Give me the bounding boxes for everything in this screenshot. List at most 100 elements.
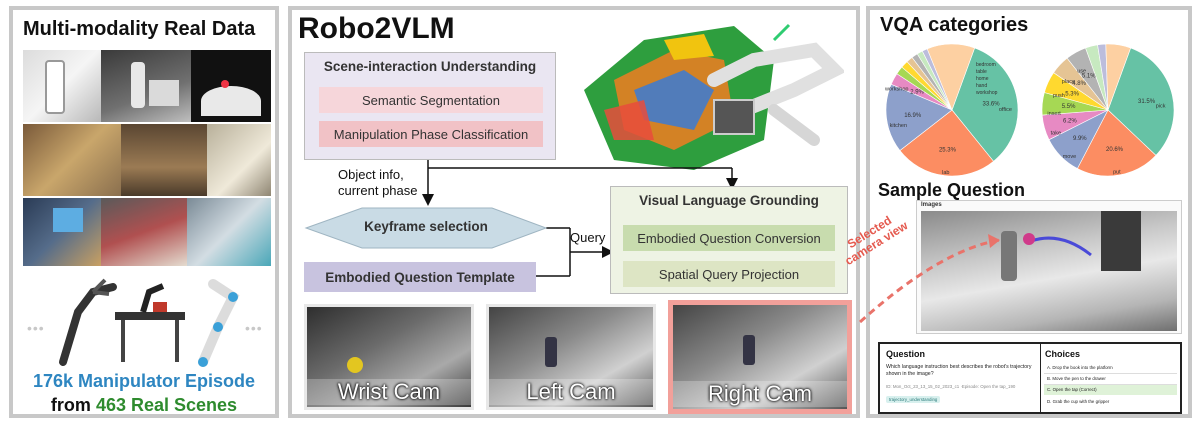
question-column: Question Which language instruction best… xyxy=(880,344,1041,412)
scene-number: 463 xyxy=(95,395,126,415)
question-text: Which language instruction best describe… xyxy=(886,364,1032,377)
pie-1-category-4: workshop xyxy=(884,86,909,92)
episode-count: 176k Manipulator Episode xyxy=(13,371,275,392)
choices-header: Choices xyxy=(1045,349,1081,359)
pie-1-percent-4: 2.9% xyxy=(910,89,924,95)
robot-arms-illustration xyxy=(59,278,240,367)
sample-image-frame: Images xyxy=(916,200,1182,334)
left-cam-view: Left Cam xyxy=(486,304,656,410)
object-info-label: Object info, current phase xyxy=(338,167,418,199)
pie-2-slice-1 xyxy=(1107,47,1175,156)
phase-classification-step: Manipulation Phase Classification xyxy=(319,121,543,147)
pie-1-outer-label-1: bedroom xyxy=(976,62,996,68)
scene-count: from 463 Real Scenes xyxy=(13,395,275,416)
pie-2-category-5: insert xyxy=(1047,111,1061,117)
question-tag: trajectory_understanding xyxy=(886,396,941,403)
question-conversion-step: Embodied Question Conversion xyxy=(623,225,835,251)
robot-photo-6 xyxy=(207,124,271,196)
vqa-panel: VQA categories 33.6%office 25.3% lab 16.9% k… xyxy=(842,6,1192,418)
selected-view-arrow xyxy=(858,234,1001,324)
pie-2-percent-5: 5.5% xyxy=(1062,104,1076,110)
pie-1-outer-label-3: home xyxy=(976,76,989,82)
vqa-pie-charts: 33.6%office25.3%lab16.9%kitchen2.9%works… xyxy=(884,43,1175,177)
question-header: Question xyxy=(886,349,926,359)
object-info-line2: current phase xyxy=(338,183,418,198)
scene-understanding-box: Scene-interaction Understanding Semantic… xyxy=(304,52,556,160)
right-cam-view: Right Cam xyxy=(668,300,852,414)
pie-1-category-3: kitchen xyxy=(890,123,907,129)
question-meta: ID: Mon_Oct_23_13_15_02_2023_c1 ·Episode… xyxy=(886,384,1016,389)
visual-grounding-box: Visual Language Grounding Embodied Quest… xyxy=(610,186,848,294)
right-ellipsis: ••• xyxy=(245,320,263,336)
pie-1-category-1: office xyxy=(999,107,1012,113)
pie-1-percent-3: 16.9% xyxy=(904,113,922,119)
real-data-title: Multi-modality Real Data xyxy=(23,18,256,40)
wrist-cam-label: Wrist Cam xyxy=(307,379,471,405)
choice-b[interactable]: B. Move the pen to the drawer xyxy=(1044,374,1177,385)
episode-number: 176k xyxy=(32,371,73,391)
pie-1-outer-label-2: table xyxy=(976,69,987,75)
real-data-panel: Multi-modality Real Data ••• ••• 176k Ma… xyxy=(9,6,279,418)
choices-column: Choices A. Drop the book into the platfo… xyxy=(1041,344,1180,412)
question-card: Question Which language instruction best… xyxy=(878,342,1182,414)
spatial-projection-step: Spatial Query Projection xyxy=(623,261,835,287)
pie-2-category-4: take xyxy=(1051,131,1061,137)
pie-2-percent-4: 6.2% xyxy=(1063,119,1077,125)
wrist-cam-view: Wrist Cam xyxy=(304,304,474,410)
pipeline-connectors xyxy=(304,160,738,277)
object-info-line1: Object info, xyxy=(338,167,404,182)
pie-1-slice-2 xyxy=(899,109,994,177)
robot-photo-8 xyxy=(101,198,187,266)
pie-1-category-2: lab xyxy=(942,170,949,176)
robot-photo-7 xyxy=(23,198,101,266)
pipeline-panel: Robo2VLM Scene-interaction Understanding… xyxy=(288,6,860,418)
pie-2-percent-7: 4.8% xyxy=(1072,81,1086,87)
robot-photo-9 xyxy=(187,198,271,266)
pie-1-slice-11 xyxy=(926,43,976,111)
query-label: Query xyxy=(570,230,606,245)
pie-2-percent-3: 9.9% xyxy=(1073,136,1087,142)
pie-1-outer-label-5: workshop xyxy=(976,90,998,96)
semantic-segmentation-step: Semantic Segmentation xyxy=(319,87,543,113)
question-template-box: Embodied Question Template xyxy=(304,262,536,292)
robot-photo-5 xyxy=(121,124,207,196)
left-ellipsis: ••• xyxy=(27,320,45,336)
choice-a[interactable]: A. Drop the book into the platform xyxy=(1044,363,1177,374)
pie-2-category-3: move xyxy=(1063,154,1076,160)
pie-1-slice-3 xyxy=(885,83,953,151)
choice-c[interactable]: C. Open the tap (Correct) xyxy=(1044,385,1177,395)
pie-2-category-6: push xyxy=(1053,93,1065,99)
images-label: Images xyxy=(921,202,942,208)
left-cam-label: Left Cam xyxy=(489,379,653,405)
pie-1-percent-1: 33.6% xyxy=(983,101,1001,107)
pie-2-slice-11 xyxy=(1105,43,1132,111)
robot-photo-1 xyxy=(23,50,101,122)
sample-question-title: Sample Question xyxy=(878,180,1026,200)
robot-photo-4 xyxy=(23,124,121,196)
pipeline-title: Robo2VLM xyxy=(298,12,455,45)
pie-2-category-2: put xyxy=(1113,169,1121,175)
point-cloud-illustration xyxy=(584,23,844,170)
pie-2-percent-2: 20.6% xyxy=(1106,147,1124,153)
pie-2-slice-2 xyxy=(1077,109,1157,177)
scene-understanding-title: Scene-interaction Understanding xyxy=(323,59,537,74)
pie-1-percent-2: 25.3% xyxy=(939,147,957,153)
pie-2-category-1: pick xyxy=(1156,104,1166,110)
pie-1-outer-label-4: hand xyxy=(976,83,987,89)
keyframe-selection-label: Keyframe selection xyxy=(364,219,488,234)
right-cam-label: Right Cam xyxy=(673,381,847,407)
pie-2-category-7: place xyxy=(1062,79,1075,85)
pie-1-slice-1 xyxy=(951,47,1019,162)
pie-2-category-8: use xyxy=(1077,69,1086,75)
pie-2-percent-8: 5.1% xyxy=(1082,73,1096,79)
robot-photo-3 xyxy=(191,50,271,122)
pie-2-percent-6: 5.3% xyxy=(1065,91,1079,97)
pie-2-percent-1: 31.5% xyxy=(1138,99,1156,105)
vqa-categories-title: VQA categories xyxy=(880,14,1029,36)
sample-image xyxy=(921,211,1177,331)
choice-d[interactable]: D. Grab the cup with the gripper xyxy=(1047,399,1110,404)
scene-prefix: from xyxy=(50,395,91,415)
robot-photo-2 xyxy=(101,50,191,122)
episode-text: Manipulator Episode xyxy=(78,371,256,391)
scene-text: Real Scenes xyxy=(131,395,238,415)
